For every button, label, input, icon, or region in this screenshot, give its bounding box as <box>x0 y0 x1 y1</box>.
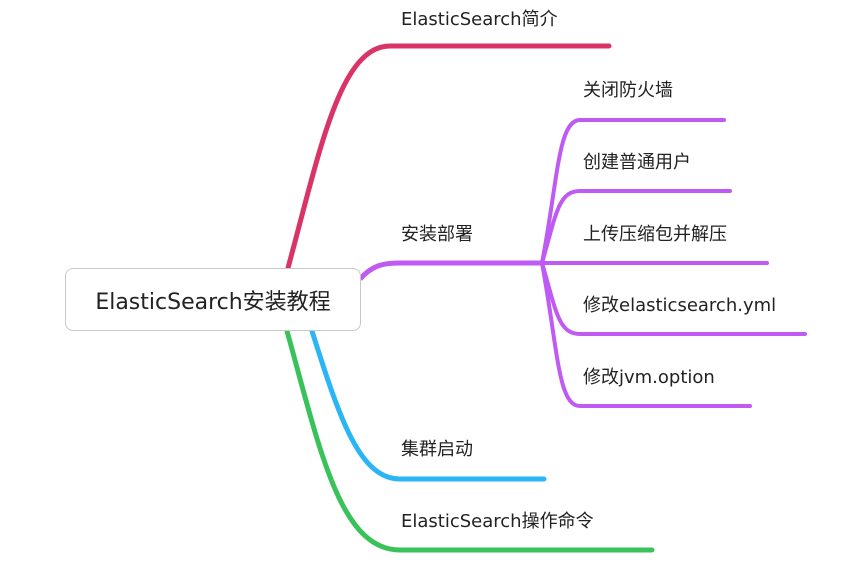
branch-connector-commands <box>284 328 655 553</box>
branch-topic-commands[interactable]: ElasticSearch操作命令 <box>401 511 594 532</box>
root-topic-label: ElasticSearch安装教程 <box>95 289 331 315</box>
branch-topic-install[interactable]: 安装部署 <box>401 224 473 245</box>
sub-connector-jvm <box>540 261 752 408</box>
branch-topic-cluster[interactable]: 集群启动 <box>401 439 473 460</box>
subtopic-edit-jvm[interactable]: 修改jvm.option <box>583 367 715 388</box>
branch-connector-intro <box>285 43 612 271</box>
subtopic-upload-extract[interactable]: 上传压缩包并解压 <box>583 224 727 245</box>
root-topic[interactable]: ElasticSearch安装教程 <box>65 268 361 331</box>
sub-connector-firewall <box>540 118 726 265</box>
branch-topic-intro[interactable]: ElasticSearch简介 <box>401 9 558 30</box>
sub-connector-user <box>540 189 732 265</box>
subtopic-edit-yml[interactable]: 修改elasticsearch.yml <box>583 295 777 316</box>
subtopic-create-user[interactable]: 创建普通用户 <box>583 152 691 173</box>
branch-connector-install <box>358 260 545 281</box>
branch-connector-cluster <box>309 328 547 482</box>
subtopic-firewall[interactable]: 关闭防火墙 <box>583 80 673 101</box>
